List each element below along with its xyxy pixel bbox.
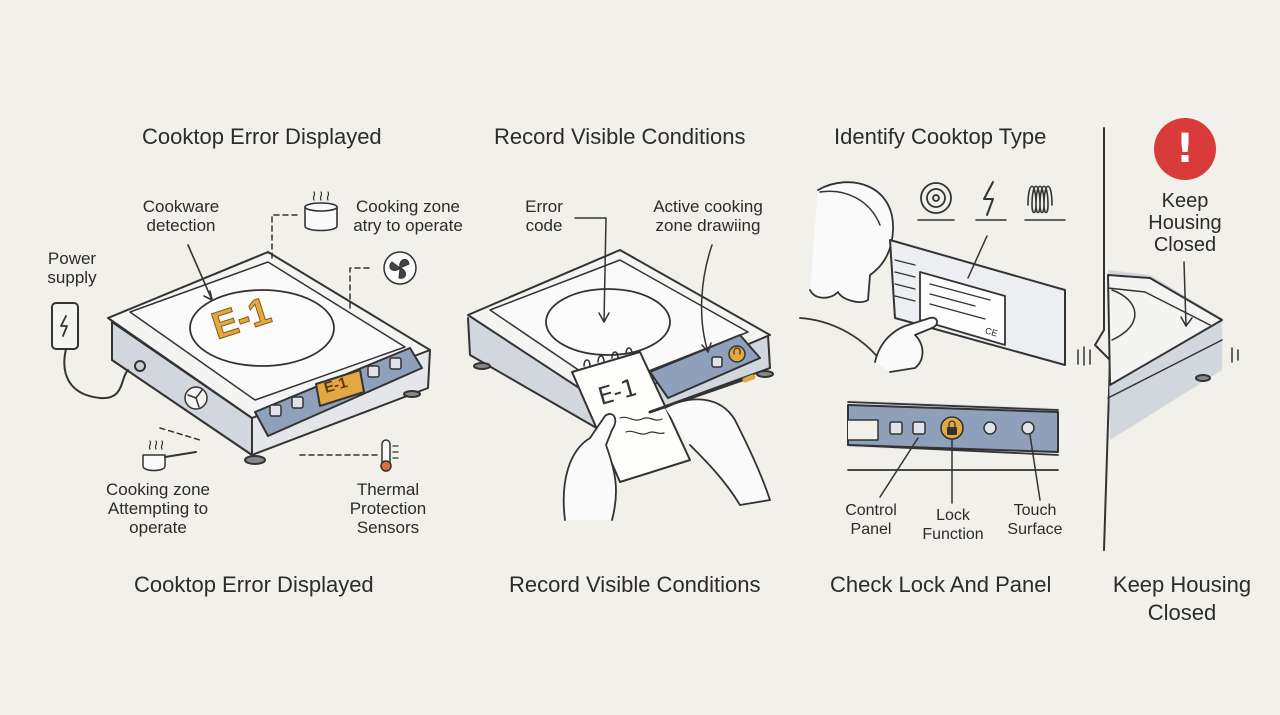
identify-type-illustration [799,181,1066,504]
panel3-caption: Check Lock And Panel [830,572,1052,597]
exclamation-icon: ! [1154,118,1216,180]
cooktop-1-illustration [51,191,431,472]
keep-closed-illustration [1077,127,1239,551]
radiant-coil-icon [1024,185,1066,221]
electric-icon [975,181,1007,221]
panel2-title: Record Visible Conditions [494,124,746,149]
panel3-title: Identify Cooktop Type [834,124,1047,149]
panel1-caption: Cooktop Error Displayed [134,572,374,597]
panel1-title: Cooktop Error Displayed [142,124,382,149]
cooktop-2-illustration [467,217,774,521]
induction-coil-icon [917,182,955,221]
panel2-caption: Record Visible Conditions [509,572,761,597]
